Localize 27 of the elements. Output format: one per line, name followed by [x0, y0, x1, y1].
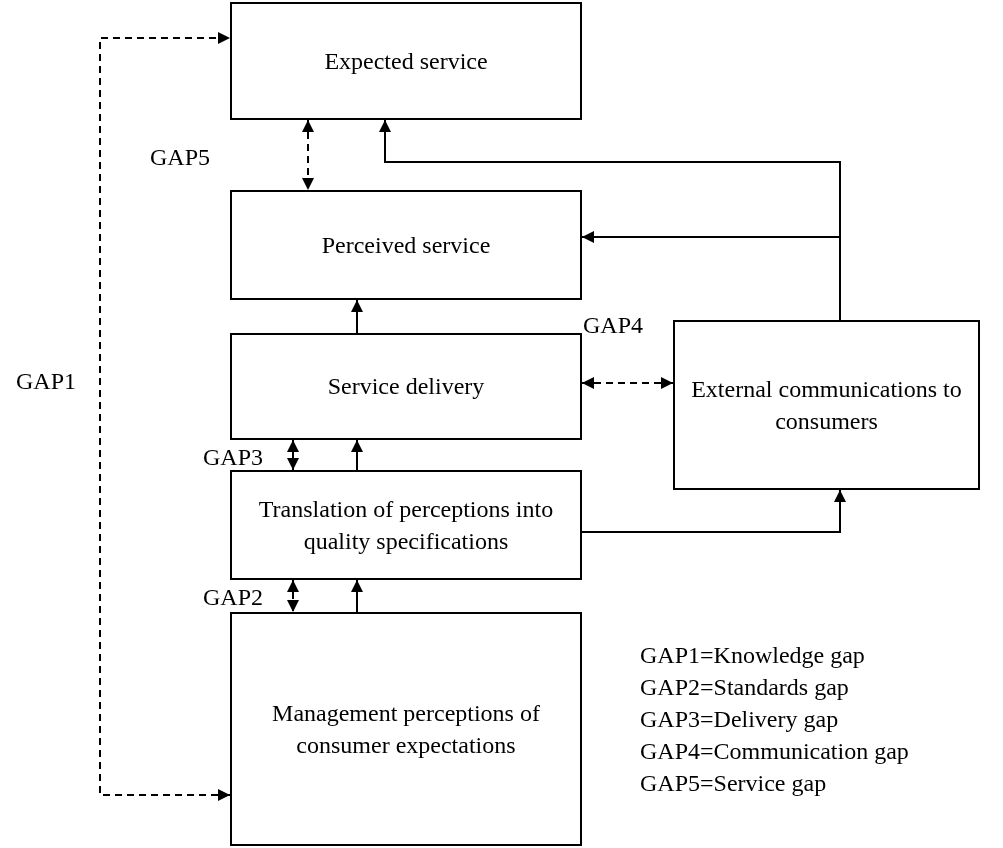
legend-text: GAP4=Communication gap — [640, 738, 909, 765]
legend-text: GAP2=Standards gap — [640, 674, 849, 701]
arrow — [581, 231, 841, 321]
arrow — [351, 299, 363, 334]
process-box — [673, 320, 980, 490]
box-label: Expected service — [324, 46, 488, 76]
process-box — [230, 612, 582, 846]
process-box — [230, 470, 582, 580]
arrow — [351, 579, 363, 613]
dashed-arrow — [302, 119, 314, 191]
legend-text: GAP1=Knowledge gap — [640, 642, 865, 669]
arrow — [351, 439, 363, 471]
process-box — [230, 333, 582, 440]
box-label: Perceived service — [321, 230, 491, 260]
dashed-arrow — [581, 377, 674, 389]
box-label: Translation of perceptions into quality specifications — [257, 494, 555, 556]
dashed-arrow — [287, 579, 299, 613]
process-box — [230, 190, 582, 300]
process-box — [230, 2, 582, 120]
dashed-arrow — [99, 32, 231, 801]
legend-text: GAP3=Delivery gap — [640, 706, 839, 733]
box-label: Service delivery — [327, 372, 485, 402]
legend-text: GAP5=Service gap — [640, 770, 827, 797]
box-label: Management perceptions of consumer expectations — [271, 698, 541, 760]
dashed-arrow — [287, 439, 299, 471]
box-label: External communications to consumers — [690, 374, 963, 436]
arrow — [581, 489, 846, 533]
